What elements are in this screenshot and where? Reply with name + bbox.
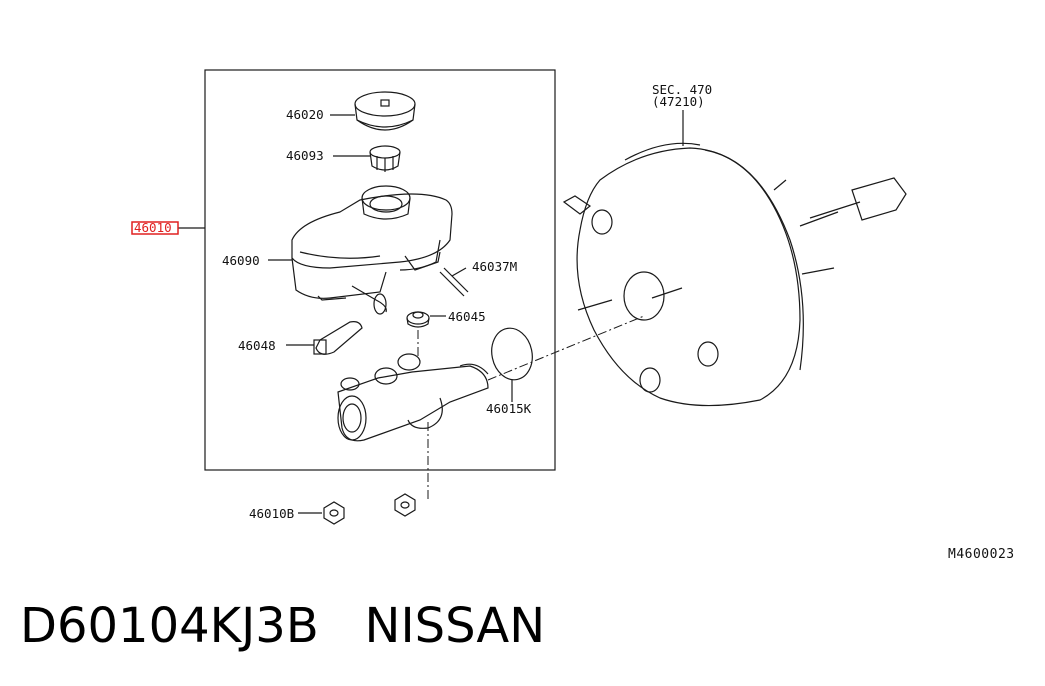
brake-booster (562, 110, 907, 407)
assembly-box (204, 69, 556, 471)
part-caption: D60104KJ3B NISSAN (20, 598, 546, 654)
nut-right (394, 493, 416, 517)
centerline-main (487, 315, 645, 381)
callout-seal: 46048 (238, 338, 276, 353)
callout-booster: (47210) (652, 94, 705, 109)
grommet (406, 311, 446, 328)
pin (439, 267, 469, 297)
callout-assembly: 46010 (134, 220, 172, 235)
seal (286, 321, 363, 355)
callout-grommet: 46045 (448, 309, 486, 324)
nut-left (298, 501, 345, 525)
master-cylinder (337, 353, 489, 442)
callout-pin: 46037M (472, 259, 517, 274)
callout-oring: 46015K (486, 401, 532, 416)
diagram-code: M4600023 (948, 547, 1015, 562)
assembly-highlight (131, 221, 179, 235)
o-ring (491, 327, 533, 381)
reservoir-tank (268, 185, 453, 315)
reservoir-cap (330, 91, 416, 131)
callout-cap: 46020 (286, 107, 324, 122)
callout-strainer: 46093 (286, 148, 324, 163)
strainer (333, 145, 401, 172)
callout-nut: 46010B (249, 506, 294, 521)
callout-sec: SEC. 470 (652, 82, 712, 97)
callout-reservoir: 46090 (222, 253, 260, 268)
